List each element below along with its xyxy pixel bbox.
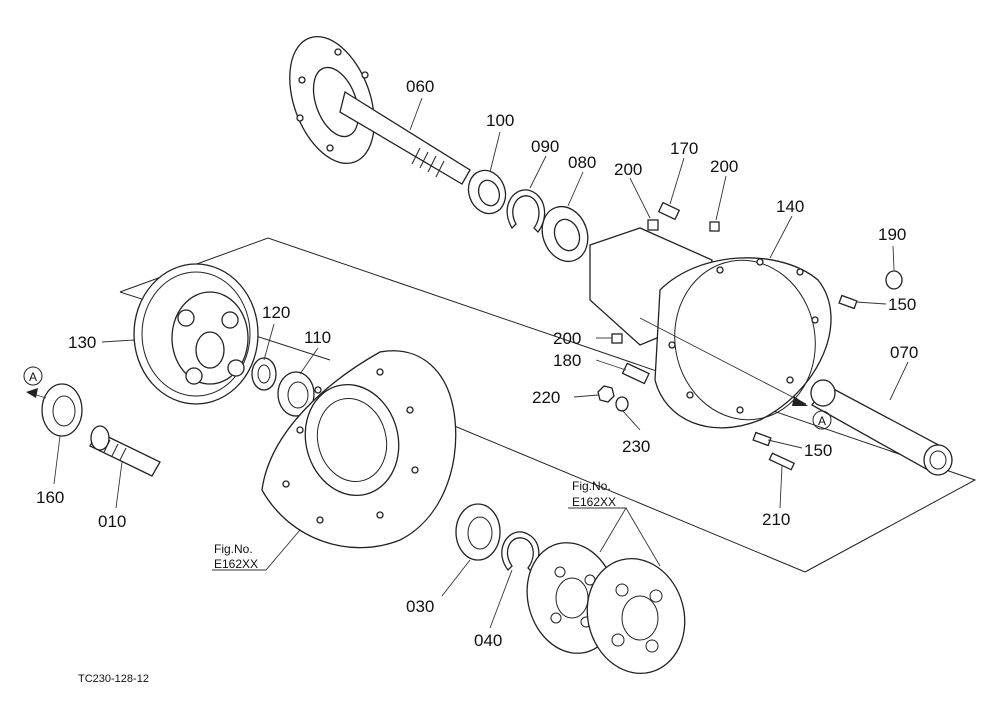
gear-130 (133, 263, 259, 405)
label-190: 190 (878, 225, 906, 244)
tube-070 (810, 379, 953, 476)
marker-a-left-text: A (29, 370, 37, 384)
pin-150-bottom (752, 431, 772, 447)
label-030: 030 (406, 597, 434, 616)
leader-lines (53, 97, 909, 629)
bearing-100 (467, 169, 507, 215)
label-200-top-right: 200 (710, 157, 738, 176)
pin-150-top (838, 294, 858, 310)
label-060: 060 (406, 77, 434, 96)
fig-ref-left-label: Fig.No. (214, 542, 253, 556)
label-200-middle: 200 (553, 329, 581, 348)
bearing-110 (277, 371, 315, 417)
fig-ref-right-label: Fig.No. (572, 479, 611, 493)
drawing-code: TC230-128-12 (78, 673, 149, 685)
label-090: 090 (531, 137, 559, 156)
snap-ring-040 (501, 531, 540, 573)
bolt-170 (657, 201, 681, 221)
fig-ref-left: Fig.No. E162XX (214, 542, 258, 571)
label-140: 140 (776, 197, 804, 216)
label-180: 180 (553, 351, 581, 370)
label-040: 040 (474, 631, 502, 650)
carrier-housing (261, 350, 457, 549)
label-170: 170 (670, 139, 698, 158)
label-130: 130 (68, 333, 96, 352)
bearing-030 (455, 503, 501, 561)
label-200-top-left: 200 (614, 160, 642, 179)
label-110: 110 (304, 328, 331, 347)
axle-shaft-060 (289, 35, 471, 185)
bearing-160 (41, 383, 83, 437)
arrow-a-right (639, 317, 808, 406)
marker-a-right: A (812, 410, 832, 430)
marker-a-left: A (23, 366, 43, 386)
part-labels: 060 100 090 080 200 170 200 140 190 150 … (36, 77, 918, 650)
label-150-bottom: 150 (804, 441, 832, 460)
snap-ring-090 (506, 189, 546, 233)
fig-ref-left-code: E162XX (214, 557, 258, 571)
plug-200-top (647, 219, 720, 232)
label-150-top: 150 (888, 295, 916, 314)
plug-190 (885, 270, 903, 290)
label-070: 070 (890, 343, 918, 362)
stud-210 (768, 452, 796, 471)
nut-220 (597, 385, 615, 403)
fig-ref-right: Fig.No. E162XX (572, 479, 616, 509)
fig-ref-right-code: E162XX (572, 495, 616, 509)
label-080: 080 (568, 153, 596, 172)
washer-230 (615, 396, 629, 412)
housing-140 (589, 227, 832, 429)
label-100: 100 (486, 111, 514, 130)
bearing-080 (541, 205, 589, 263)
marker-a-right-text: A (818, 414, 826, 428)
label-210: 210 (762, 510, 790, 529)
label-220: 220 (532, 388, 560, 407)
shaft-010 (89, 425, 161, 477)
label-120: 120 (262, 303, 290, 322)
label-230: 230 (622, 437, 650, 456)
bearing-120 (251, 357, 277, 391)
bolt-180 (621, 362, 650, 385)
label-160: 160 (36, 488, 64, 507)
arrow-a-left (26, 388, 47, 399)
plug-200-mid (611, 333, 623, 344)
brake-disc (586, 557, 686, 675)
label-010: 010 (98, 512, 126, 531)
